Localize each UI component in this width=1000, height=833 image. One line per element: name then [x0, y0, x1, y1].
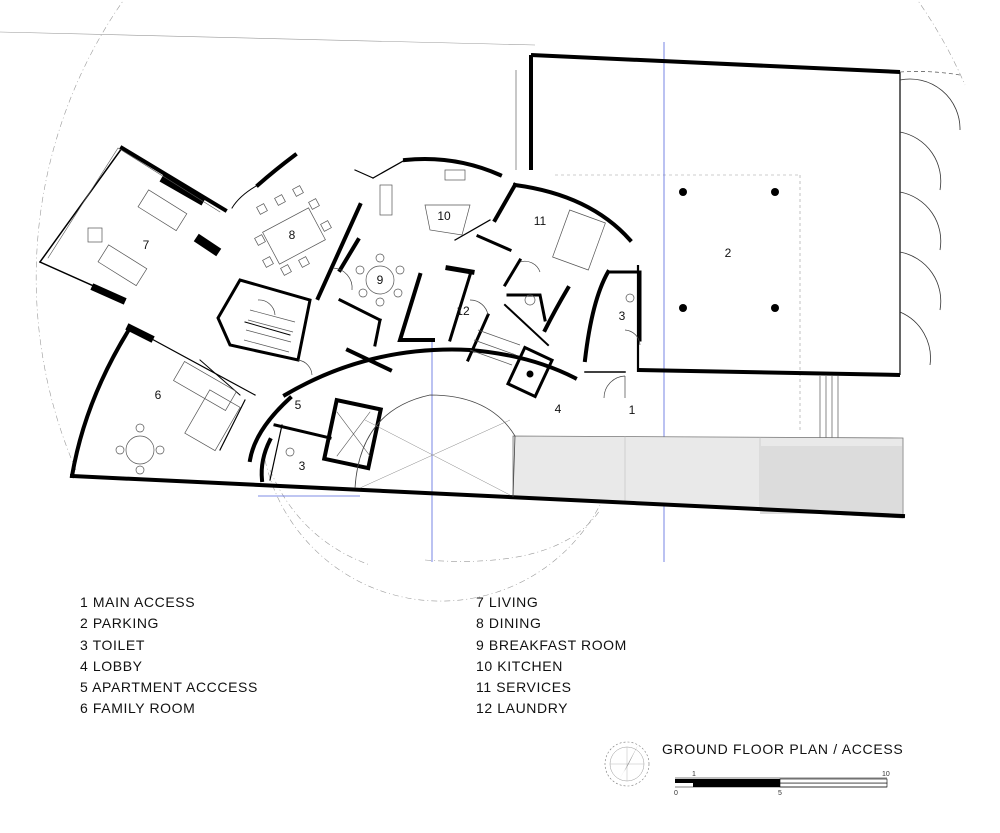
furniture — [87, 169, 635, 475]
legend-item: 1 MAIN ACCESS — [80, 594, 196, 610]
scale-tick-0: 0 — [674, 790, 678, 797]
room-number-3-lobby: 3 — [299, 459, 306, 473]
room-number-3-parking: 3 — [619, 309, 626, 323]
legend-item: 7 LIVING — [476, 594, 539, 610]
legend-item: 11 SERVICES — [476, 679, 572, 696]
room-number-2: 2 — [725, 246, 732, 260]
legend-item: 9 BREAKFAST ROOM — [476, 636, 627, 653]
scale-tick-1: 1 — [692, 771, 696, 778]
lobby-rotunda — [354, 394, 516, 498]
building-walls — [38, 145, 906, 519]
room-number-8: 8 — [289, 228, 296, 242]
room-number-10: 10 — [437, 209, 451, 223]
legend-item: 2 PARKING — [80, 615, 160, 632]
construction-lines — [0, 0, 966, 602]
scale-tick-10: 10 — [882, 771, 890, 778]
room-number-labels: 1 2 3 3 4 5 6 7 8 9 10 11 12 — [143, 209, 732, 473]
access-paving — [512, 435, 904, 519]
room-number-1: 1 — [629, 403, 636, 417]
scale-tick-5: 5 — [778, 790, 782, 797]
legend-item: 3 TOILET — [80, 636, 145, 653]
legend-item: 5 APARTMENT ACCCESS — [80, 679, 258, 696]
north-arrow-icon — [604, 741, 650, 787]
drawing-title: GROUND FLOOR PLAN / ACCESS — [662, 741, 904, 757]
legend-item: 10 KITCHEN — [476, 657, 563, 674]
room-number-9: 9 — [377, 273, 384, 287]
room-number-5: 5 — [295, 398, 302, 412]
parking-structure — [515, 53, 961, 440]
legend-item: 6 FAMILY ROOM — [80, 700, 196, 717]
scale-bar: 1 10 0 5 — [674, 771, 890, 797]
legend-item: 12 LAUNDRY — [476, 700, 569, 717]
legend-item: 8 DINING — [476, 615, 542, 632]
door-swings — [257, 260, 641, 399]
room-number-6: 6 — [155, 388, 162, 402]
legend-item: 4 LOBBY — [80, 657, 143, 674]
room-number-12: 12 — [456, 304, 470, 318]
legend-left-column: 1 MAIN ACCESS 2 PARKING 3 TOILET 4 LOBBY… — [80, 592, 258, 720]
legend-right-column: 7 LIVING 8 DINING 9 BREAKFAST ROOM 10 KI… — [476, 592, 627, 720]
room-number-4: 4 — [555, 402, 562, 416]
room-number-7: 7 — [143, 238, 150, 252]
room-number-11: 11 — [534, 214, 547, 228]
